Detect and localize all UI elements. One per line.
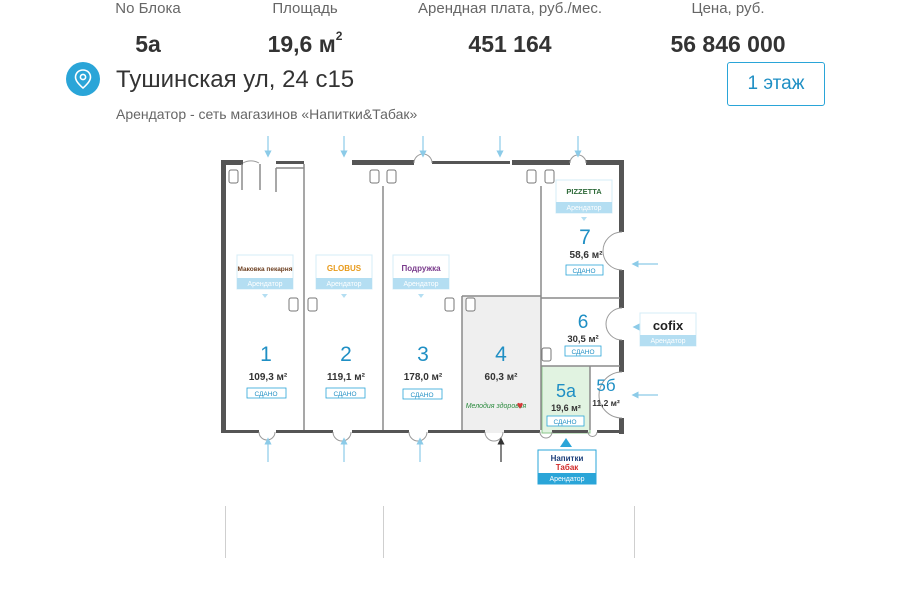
stat-price: Цена, руб. 56 846 000 — [652, 0, 804, 58]
tenant-label-unit-1: Арендатор — [247, 281, 282, 288]
tenant-logo-unit-4: Мелодия здоровья — [466, 402, 527, 410]
unit-number-7: 7 — [579, 226, 591, 249]
stat-price-label: Цена, руб. — [691, 0, 765, 17]
unit-number-1: 1 — [260, 343, 272, 366]
unit-area-4: 60,3 м² — [485, 372, 519, 383]
status-text-unit-6: СДАНО — [571, 349, 594, 356]
status-badge-unit-5a — [546, 415, 585, 427]
tenant-logo-unit-5a-line1: Напитки — [551, 454, 584, 463]
tenant-logo-unit-5a-line2: Табак — [556, 463, 580, 472]
unit-4[interactable]: 4 60,3 м² Мелодия здоровья ♥ — [466, 343, 527, 412]
status-text-unit-5a: СДАНО — [553, 419, 576, 426]
unit-number-2: 2 — [340, 343, 352, 366]
stat-rent-value: 451 164 — [468, 31, 552, 57]
unit-area-7: 58,6 м² — [570, 250, 604, 261]
tenant-card-unit-5a[interactable]: Напитки Табак Арендатор — [537, 438, 597, 485]
stat-block-value: 5а — [135, 31, 161, 57]
unit-1[interactable]: Маковка пекарня Арендатор 1 109,3 м² СДА… — [236, 254, 294, 399]
unit-area-5b: 11,2 м² — [592, 398, 620, 408]
unit-6[interactable]: 6 30,5 м² СДАНО cofix Арендатор — [564, 312, 697, 357]
unit-7[interactable]: PIZZETTA Арендатор 7 58,6 м² СДАНО — [555, 179, 613, 276]
map-pin-icon — [66, 62, 100, 96]
partitions — [241, 164, 620, 430]
divider — [383, 506, 384, 558]
tenant-label-unit-5a: Арендатор — [549, 476, 584, 483]
status-badge-unit-7 — [565, 264, 604, 276]
unit-area-2: 119,1 м² — [327, 372, 366, 383]
tenant-label-unit-2: Арендатор — [326, 281, 361, 288]
heart-icon: ♥ — [517, 400, 524, 412]
status-badge-unit-6 — [564, 345, 602, 357]
unit-5b[interactable]: 5б 11,2 м² — [592, 376, 620, 408]
unit-number-5a: 5а — [556, 381, 577, 401]
unit-area-1: 109,3 м² — [249, 372, 288, 383]
unit-number-6: 6 — [578, 312, 589, 333]
unit-5a[interactable]: 5а 19,6 м² СДАНО — [546, 381, 585, 427]
stat-block-number: No Блока 5а — [88, 0, 208, 58]
stat-rent: Арендная плата, руб./мес. 451 164 — [410, 0, 610, 58]
floor-selector-button[interactable]: 1 этаж — [727, 62, 825, 106]
unit-3[interactable]: Подружка Арендатор 3 178,0 м² СДАНО — [392, 254, 450, 400]
page-title: Тушинская ул, 24 с15 — [116, 66, 355, 93]
tenant-logo-unit-3: Подружка — [401, 264, 441, 273]
status-text-unit-7: СДАНО — [572, 268, 595, 275]
status-text-unit-3: СДАНО — [410, 392, 433, 399]
entrance-arrows — [264, 136, 658, 462]
unit-number-4: 4 — [495, 343, 507, 366]
stat-rent-label: Арендная плата, руб./мес. — [418, 0, 602, 17]
tenant-logo-unit-6: cofix — [653, 318, 684, 333]
stat-price-value: 56 846 000 — [670, 31, 786, 57]
status-badge-unit-3 — [402, 388, 443, 400]
status-text-unit-1: СДАНО — [254, 391, 277, 398]
tenant-label-unit-6: Арендатор — [650, 338, 685, 345]
tenant-logo-unit-7: PIZZETTA — [566, 187, 602, 196]
tenant-label-unit-7: Арендатор — [566, 205, 601, 212]
unit-area-5a: 19,6 м² — [551, 403, 581, 413]
toilet-icons — [228, 169, 555, 362]
status-text-unit-2: СДАНО — [333, 391, 356, 398]
unit-area-3: 178,0 м² — [404, 372, 443, 383]
unit-area-6: 30,5 м² — [567, 334, 598, 345]
tenant-subtitle: Арендатор - сеть магазинов «Напитки&Таба… — [116, 106, 418, 122]
stat-block-label: No Блока — [115, 0, 181, 17]
unit-number-5b: 5б — [596, 376, 615, 395]
stat-area-value: 19,6 м2 — [267, 29, 343, 57]
unit-4-area[interactable] — [462, 296, 541, 433]
divider — [634, 506, 635, 558]
stat-area: Площадь 19,6 м2 — [244, 0, 366, 58]
unit-2[interactable]: GLOBUS Арендатор 2 119,1 м² СДАНО — [315, 254, 373, 399]
tenant-logo-unit-1: Маковка пекарня — [237, 266, 292, 273]
status-badge-unit-2 — [325, 387, 366, 399]
unit-number-3: 3 — [417, 343, 429, 366]
walls — [221, 160, 624, 434]
divider — [225, 506, 226, 558]
status-badge-unit-1 — [246, 387, 287, 399]
tenant-label-unit-3: Арендатор — [403, 281, 438, 288]
tenant-logo-unit-2: GLOBUS — [327, 264, 362, 273]
stat-area-label: Площадь — [272, 0, 338, 17]
